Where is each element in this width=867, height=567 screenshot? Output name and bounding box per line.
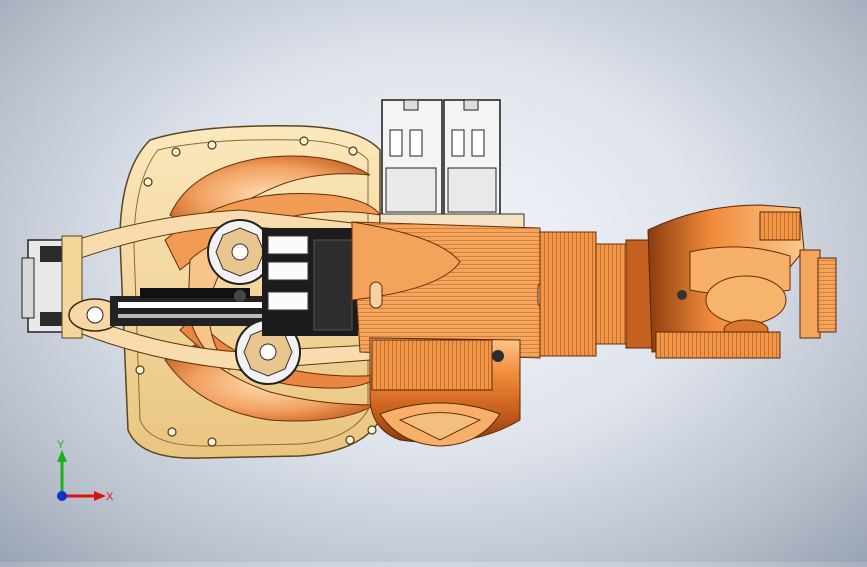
z-axis-dot (57, 491, 67, 501)
bolt-holes (135, 136, 377, 447)
upper-arm (351, 221, 653, 359)
forearm-wrist (647, 204, 837, 359)
valve-block (262, 228, 358, 336)
piston-rod (68, 288, 270, 332)
gearbox-drum (369, 337, 521, 447)
y-axis-label: Y (57, 439, 65, 451)
x-axis-label: X (106, 491, 114, 503)
servo-motors (379, 99, 525, 229)
left-end-cap (21, 235, 83, 339)
coordinate-triad-icon: Y X (40, 438, 120, 518)
